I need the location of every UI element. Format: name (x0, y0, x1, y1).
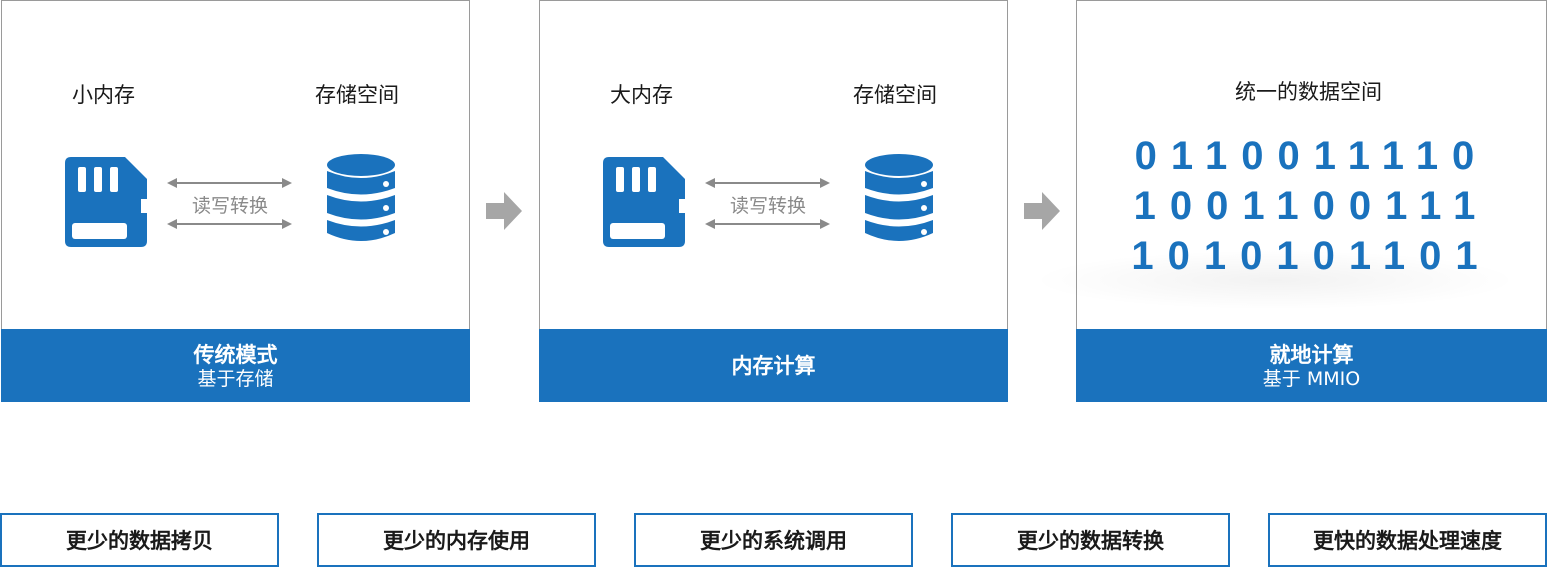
unified-data-space-label: 统一的数据空间 (1235, 80, 1382, 104)
panel-footer: 传统模式 基于存储 (1, 329, 470, 402)
convert-label: 读写转换 (191, 195, 268, 217)
database-icon (327, 154, 395, 241)
large-memory-label: 大内存 (610, 83, 673, 107)
benefit-less-data-conversion: 更少的数据转换 (951, 513, 1230, 567)
binary-row: 0110011110 (1134, 134, 1489, 178)
footer-title: 传统模式 (193, 342, 278, 367)
binary-shadow (1030, 250, 1520, 310)
footer-subtitle: 基于存储 (197, 367, 274, 390)
panel-in-place: 统一的数据空间 就地计算 基于 MMIO (1076, 0, 1547, 402)
footer-subtitle: 基于 MMIO (1262, 367, 1361, 390)
memory-card-icon (65, 157, 147, 247)
benefit-less-system-calls: 更少的系统调用 (634, 513, 913, 567)
panel-footer: 内存计算 (539, 329, 1008, 402)
footer-title: 就地计算 (1269, 342, 1354, 367)
small-memory-label: 小内存 (72, 83, 135, 107)
memory-card-icon (603, 157, 685, 247)
benefit-faster-data-processing: 更快的数据处理速度 (1268, 513, 1547, 567)
storage-space-label: 存储空间 (315, 83, 399, 107)
panel-in-memory: 大内存 存储空间 读写转换 内存计算 (539, 0, 1008, 402)
footer-title: 内存计算 (731, 353, 816, 378)
flow-arrow-icon (1024, 192, 1060, 230)
panel-traditional: 小内存 存储空间 读写转换 传统模式 基于存储 (1, 0, 470, 402)
double-arrow-icon (705, 178, 830, 229)
double-arrow-icon (167, 178, 292, 229)
binary-row: 1010101101 (1131, 234, 1492, 278)
flow-arrow-icon (486, 192, 522, 230)
benefit-less-data-copy: 更少的数据拷贝 (0, 513, 279, 567)
storage-space-label: 存储空间 (853, 83, 937, 107)
convert-label: 读写转换 (729, 195, 806, 217)
benefit-less-memory-usage: 更少的内存使用 (317, 513, 596, 567)
binary-row: 1001100111 (1133, 184, 1490, 228)
database-icon (865, 154, 933, 241)
panel-footer: 就地计算 基于 MMIO (1076, 329, 1547, 402)
